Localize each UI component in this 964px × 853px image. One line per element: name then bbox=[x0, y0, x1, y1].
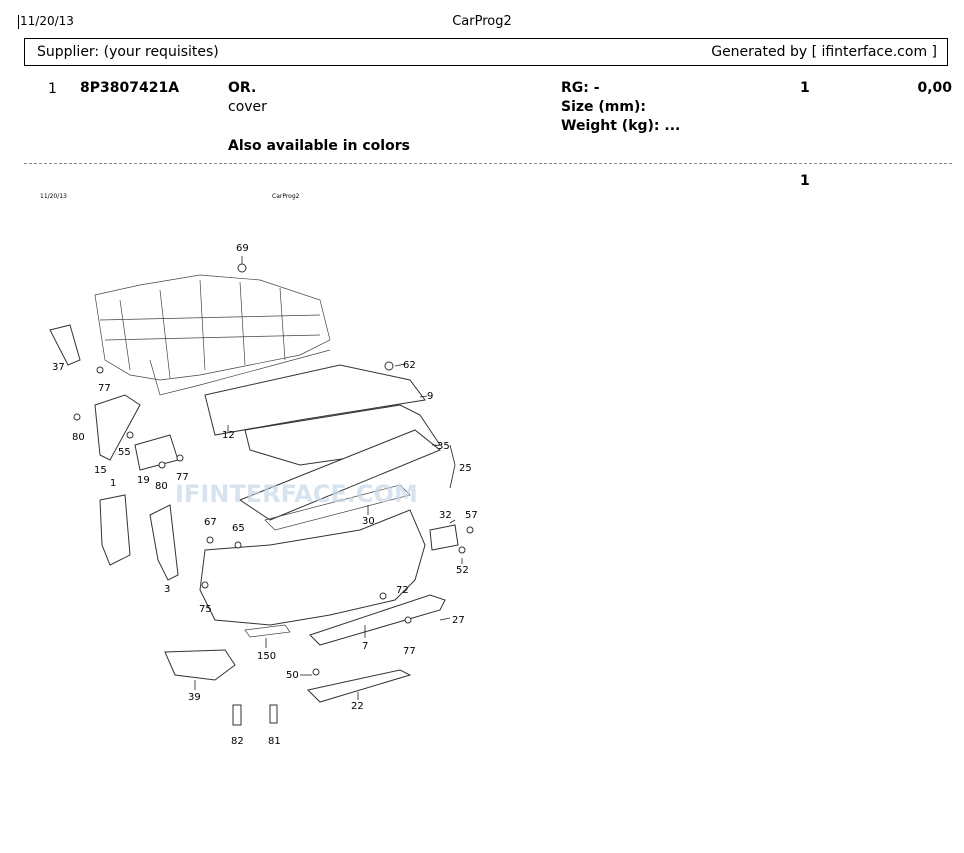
callout-label: 77 bbox=[98, 383, 111, 394]
supplier-bar: Supplier: (your requisites) Generated by… bbox=[24, 38, 948, 66]
item-price: 0,00 bbox=[917, 80, 952, 96]
callout-labels: 69 37 77 62 9 80 12 35 15 55 19 80 77 25… bbox=[52, 243, 478, 747]
header-title: CarProg2 bbox=[452, 14, 512, 29]
left-bracket-37 bbox=[49, 324, 81, 366]
callout-label: 75 bbox=[199, 604, 212, 615]
callout-label: 77 bbox=[176, 472, 189, 483]
callout-label: 37 bbox=[52, 362, 65, 373]
bracket-19 bbox=[134, 434, 179, 471]
callout-label: 12 bbox=[222, 430, 235, 441]
item-desc-line2: cover bbox=[228, 99, 267, 115]
total-quantity: 1 bbox=[800, 173, 810, 189]
left-bracket-3 bbox=[149, 504, 179, 581]
weight-field: Weight (kg): ... bbox=[561, 118, 681, 134]
callout-label: 150 bbox=[257, 651, 276, 662]
item-index: 1 bbox=[48, 81, 57, 97]
spoiler-part bbox=[309, 594, 446, 646]
item-desc-line1: OR. bbox=[228, 80, 257, 96]
callout-label: 19 bbox=[137, 475, 150, 486]
size-field: Size (mm): bbox=[561, 99, 646, 115]
color-availability-note: Also available in colors bbox=[228, 138, 410, 154]
callout-label: 67 bbox=[204, 517, 217, 528]
callout-label: 81 bbox=[268, 736, 281, 747]
callout-label: 9 bbox=[427, 391, 433, 402]
left-bracket-1 bbox=[99, 494, 131, 566]
fasteners bbox=[73, 263, 474, 726]
generated-by-label: Generated by [ ifinterface.com ] bbox=[711, 44, 937, 60]
callout-label: 7 bbox=[362, 641, 368, 652]
item-quantity: 1 bbox=[800, 80, 810, 96]
leader-lines bbox=[194, 256, 463, 700]
callout-label: 77 bbox=[403, 646, 416, 657]
diagram-mini-title: CarProg2 bbox=[272, 193, 300, 200]
supplier-label: Supplier: (your requisites) bbox=[37, 44, 219, 60]
callout-label: 52 bbox=[456, 565, 469, 576]
header-date: 11/20/13 bbox=[18, 14, 74, 29]
diagram-watermark: IFINTERFACE.COM bbox=[175, 480, 418, 508]
callout-label: 80 bbox=[155, 481, 168, 492]
right-bracket-32 bbox=[429, 524, 459, 551]
rg-field: RG: - bbox=[561, 80, 600, 96]
callout-label: 1 bbox=[110, 478, 116, 489]
callout-label: 27 bbox=[452, 615, 465, 626]
callout-label: 65 bbox=[232, 523, 245, 534]
callout-label: 15 bbox=[94, 465, 107, 476]
callout-label: 32 bbox=[439, 510, 452, 521]
callout-label: 62 bbox=[403, 360, 416, 371]
bottom-trim-part bbox=[306, 669, 412, 703]
left-bracket-15 bbox=[94, 394, 141, 461]
callout-label: 72 bbox=[396, 585, 409, 596]
grille-insert-part bbox=[164, 649, 236, 681]
parts-exploded-diagram: IFINTERFACE.COM 69 37 77 62 9 80 12 35 1… bbox=[49, 243, 478, 747]
callout-label: 69 bbox=[236, 243, 249, 254]
callout-label: 30 bbox=[362, 516, 375, 527]
rear-body-structure bbox=[94, 274, 331, 396]
guide-bracket-part bbox=[238, 429, 441, 521]
impact-bar-part bbox=[204, 364, 426, 436]
callout-label: 82 bbox=[231, 736, 244, 747]
callout-label: 25 bbox=[459, 463, 472, 474]
bumper-cover-part bbox=[199, 509, 426, 626]
callout-label: 55 bbox=[118, 447, 131, 458]
callout-label: 35 bbox=[437, 441, 450, 452]
trim-strip-part bbox=[264, 484, 411, 531]
callout-label: 80 bbox=[72, 432, 85, 443]
callout-label: 57 bbox=[465, 510, 478, 521]
callout-label: 50 bbox=[286, 670, 299, 681]
dashed-divider bbox=[24, 163, 952, 164]
callout-label: 22 bbox=[351, 701, 364, 712]
callout-label: 39 bbox=[188, 692, 201, 703]
callout-label: 3 bbox=[164, 584, 170, 595]
diagram-mini-date: 11/20/13 bbox=[40, 193, 67, 200]
part-number: 8P3807421A bbox=[80, 80, 180, 96]
reflector-part bbox=[244, 624, 291, 638]
